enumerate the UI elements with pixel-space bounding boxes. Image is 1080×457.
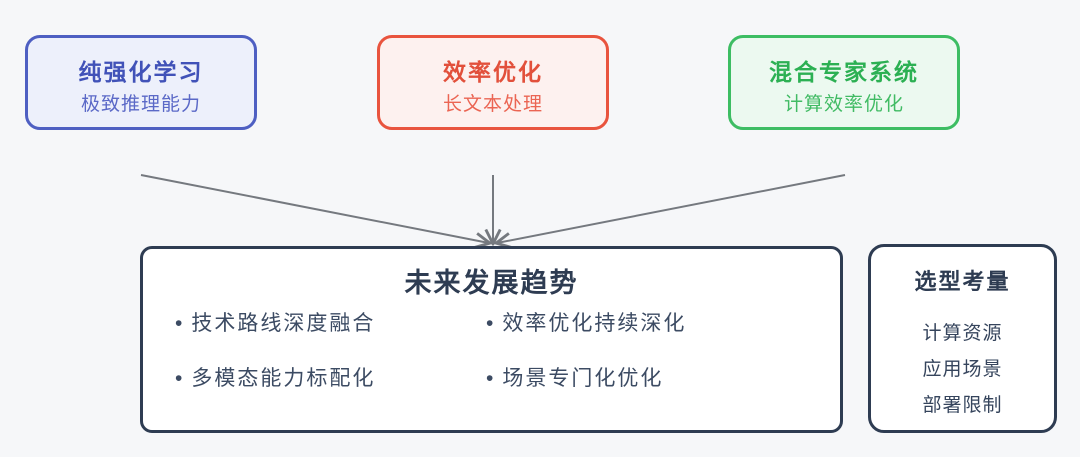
trend-item-label: 场景专门化优化	[502, 367, 664, 390]
consideration-item: 部署限制	[922, 395, 1003, 416]
node-efficiency-optimization: 效率优化 长文本处理	[377, 35, 609, 130]
consideration-item: 应用场景	[922, 359, 1003, 380]
node-title: 纯强化学习	[78, 59, 204, 85]
node-mixture-of-experts: 混合专家系统 计算效率优化	[728, 35, 960, 130]
node-subtitle: 计算效率优化	[783, 94, 904, 115]
consideration-item: 计算资源	[922, 323, 1003, 344]
node-subtitle: 极致推理能力	[80, 94, 201, 115]
bullet-icon: •	[175, 312, 183, 335]
future-trends-list: • 技术路线深度融合 • 效率优化持续深化 • 多模态能力标配化 • 场景专门化优化	[143, 310, 840, 393]
trend-item-label: 多模态能力标配化	[191, 367, 376, 390]
trend-item: • 技术路线深度融合	[175, 310, 486, 338]
node-title: 混合专家系统	[769, 59, 919, 85]
node-title: 效率优化	[443, 59, 543, 85]
trend-item: • 多模态能力标配化	[175, 365, 486, 393]
node-subtitle: 长文本处理	[442, 94, 543, 115]
arrow-from-moe	[497, 174, 846, 243]
selection-considerations-title: 选型考量	[914, 269, 1011, 294]
node-future-trends: 未来发展趋势 • 技术路线深度融合 • 效率优化持续深化 • 多模态能力标配化 • 场景…	[140, 246, 843, 433]
arrow-from-pure-rl	[140, 174, 489, 243]
trend-item: • 效率优化持续深化	[486, 310, 840, 338]
trend-item: • 场景专门化优化	[486, 365, 840, 393]
trend-item-label: 技术路线深度融合	[191, 312, 376, 335]
node-pure-reinforcement-learning: 纯强化学习 极致推理能力	[25, 35, 257, 130]
bullet-icon: •	[175, 367, 183, 390]
bullet-icon: •	[486, 367, 494, 390]
future-trends-title: 未来发展趋势	[404, 268, 579, 298]
node-selection-considerations: 选型考量 计算资源 应用场景 部署限制	[868, 244, 1057, 433]
trend-item-label: 效率优化持续深化	[502, 312, 687, 335]
bullet-icon: •	[486, 312, 494, 335]
selection-considerations-list: 计算资源 应用场景 部署限制	[871, 322, 1054, 418]
